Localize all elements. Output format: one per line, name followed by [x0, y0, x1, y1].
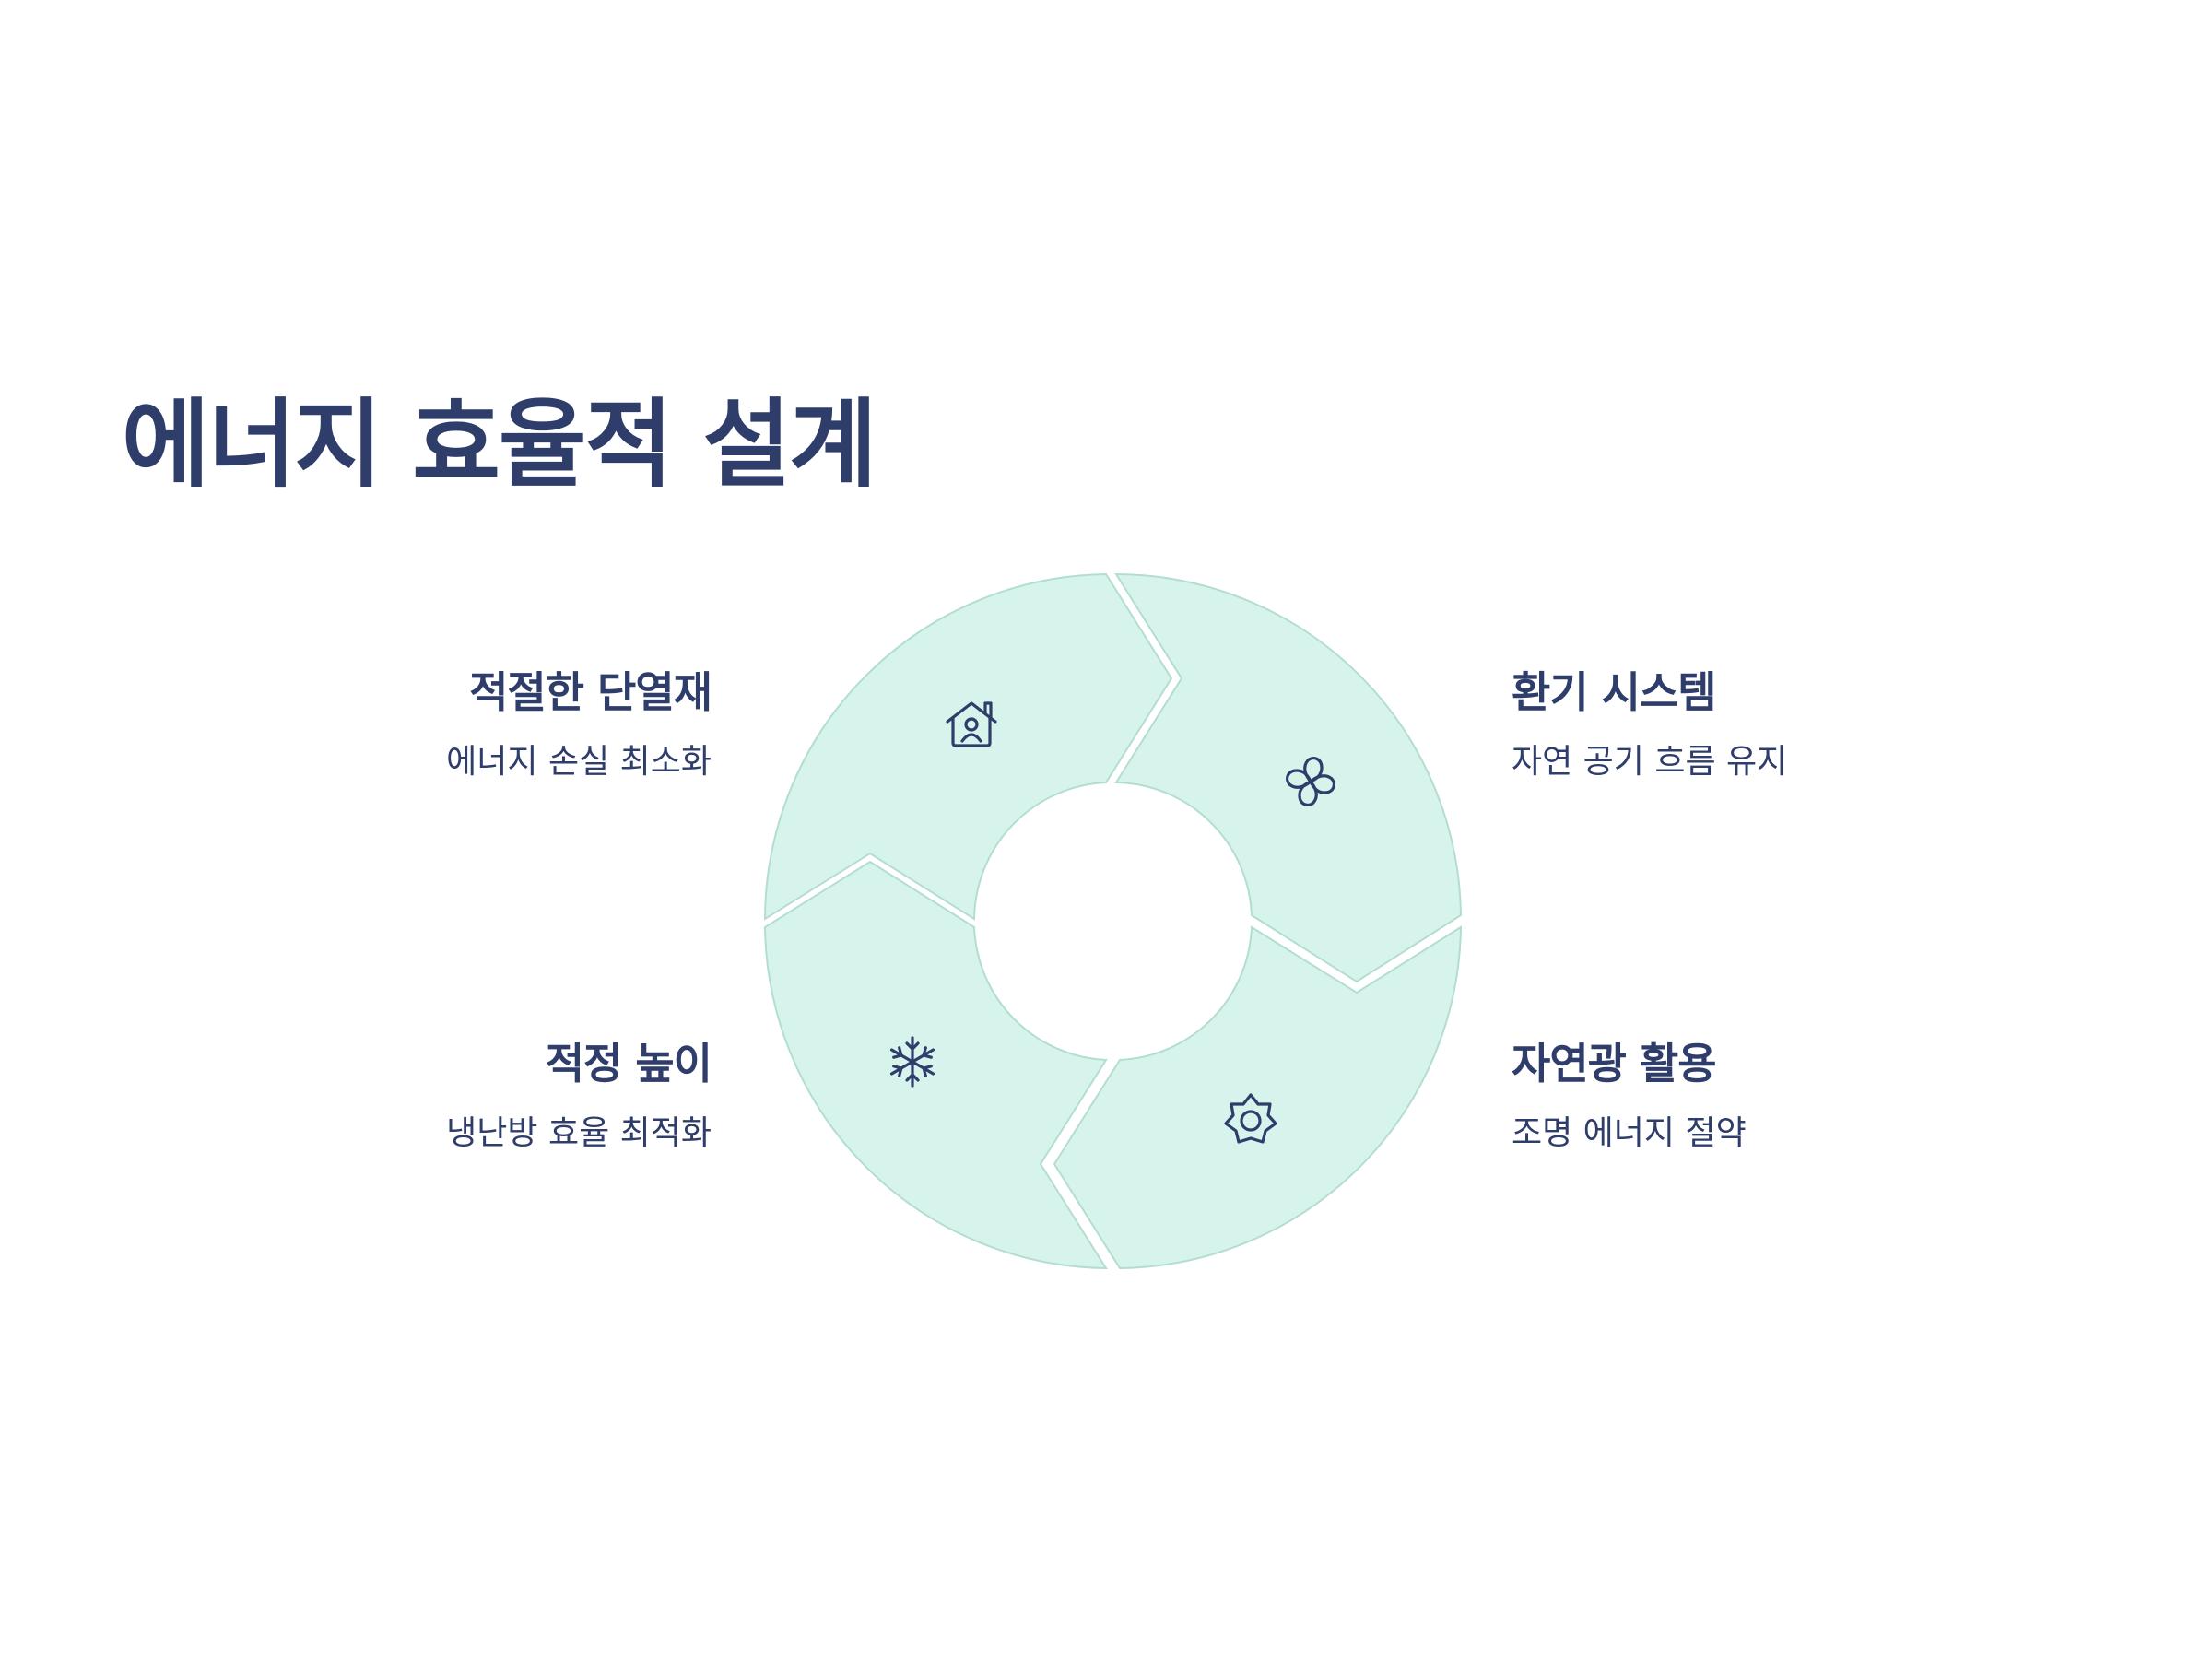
- label-insulation-description: 에너지 손실 최소화: [446, 743, 712, 782]
- label-ventilation: 환기 시스템 자연 공기 흐름 유지: [1512, 667, 1991, 782]
- segment-daylight[interactable]: [1053, 925, 1463, 1270]
- label-insulation: 적절한 단열재 에너지 손실 최소화: [232, 667, 712, 782]
- label-daylight: 자연광 활용 조명 에너지 절약: [1512, 1039, 1991, 1153]
- label-ventilation-description: 자연 공기 흐름 유지: [1512, 743, 1788, 782]
- label-daylight-description: 조명 에너지 절약: [1512, 1114, 1747, 1153]
- label-height: 적정 높이 냉난방 효율 최적화: [232, 1039, 712, 1153]
- fan-icon: [1286, 757, 1335, 806]
- label-daylight-title: 자연광 활용: [1512, 1039, 1717, 1088]
- house-icon: [946, 701, 997, 747]
- label-height-description: 냉난방 효율 최적화: [446, 1114, 712, 1153]
- sun-icon: [1224, 1093, 1277, 1144]
- label-height-title: 적정 높이: [545, 1039, 712, 1088]
- label-insulation-title: 적절한 단열재: [469, 667, 712, 717]
- snowflake-icon: [889, 1036, 935, 1088]
- page-title: 에너지 효율적 설계: [122, 388, 877, 500]
- label-ventilation-title: 환기 시스템: [1512, 667, 1717, 717]
- segment-height[interactable]: [763, 860, 1108, 1270]
